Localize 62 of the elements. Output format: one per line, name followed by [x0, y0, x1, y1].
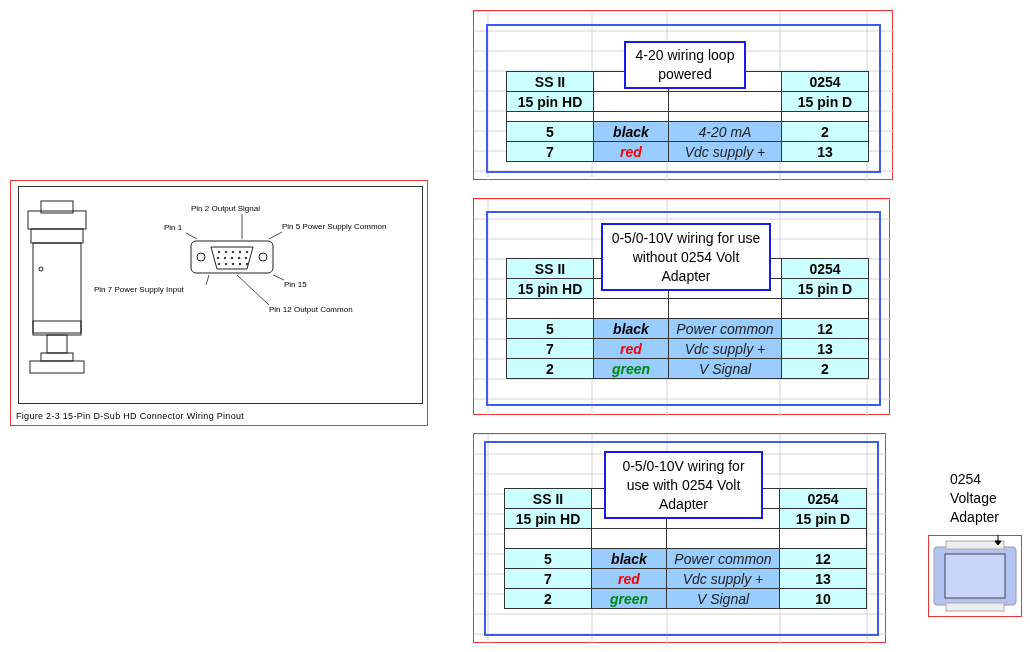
table-cell: black	[593, 121, 669, 142]
table-cell: 4-20 mA	[668, 121, 782, 142]
leader-line	[241, 213, 243, 240]
title-box: 0-5/0-10V wiring for use with 0254 Volt Adapter	[604, 451, 763, 519]
table-cell: 10	[779, 588, 867, 609]
table-cell: Power common	[668, 318, 782, 339]
pin-label: Pin 5 Power Supply Common	[282, 222, 412, 232]
table-cell: 15 pin HD	[506, 91, 594, 112]
table-cell: Vdc supply +	[668, 338, 782, 359]
table-cell: green	[593, 358, 669, 379]
table-cell: 7	[506, 338, 594, 359]
pin-label: Pin 12 Output Common	[269, 305, 369, 315]
table-cell: black	[591, 548, 667, 569]
pin-label: Pin 1	[164, 223, 186, 233]
adapter-label: 0254 Voltage Adapter	[950, 470, 1001, 527]
title-box: 0-5/0-10V wiring for use without 0254 Volt Adapter	[601, 223, 771, 291]
leader-line	[236, 274, 270, 306]
table-cell: 13	[779, 568, 867, 589]
table-cell: 5	[504, 548, 592, 569]
table-cell: SS II	[504, 488, 592, 509]
table-cell: 12	[781, 318, 869, 339]
table-cell: 5	[506, 121, 594, 142]
title-box: 4-20 wiring loop powered	[624, 41, 746, 89]
table-cell: Vdc supply +	[668, 141, 782, 162]
table-cell: V Signal	[668, 358, 782, 379]
table-cell: 13	[781, 338, 869, 359]
table-cell: 0254	[781, 71, 869, 92]
table-cell: 0254	[779, 488, 867, 509]
table-cell: 15 pin HD	[504, 508, 592, 529]
table-cell: SS II	[506, 258, 594, 279]
leader-line	[205, 274, 210, 286]
table-cell: Power common	[666, 548, 780, 569]
table-cell: 12	[779, 548, 867, 569]
table-cell: V Signal	[666, 588, 780, 609]
table-cell: green	[591, 588, 667, 609]
leader-line	[272, 274, 285, 281]
pin-label: Pin 15	[284, 280, 314, 290]
table-cell: Vdc supply +	[666, 568, 780, 589]
table-cell: SS II	[506, 71, 594, 92]
table-cell: 15 pin D	[781, 91, 869, 112]
table-cell: 7	[506, 141, 594, 162]
table-panel	[473, 10, 893, 180]
pin-label: Pin 2 Output Signal	[191, 204, 281, 214]
table-cell: 15 pin D	[779, 508, 867, 529]
pin-label: Pin 7 Power Supply Input	[94, 285, 206, 295]
leader-line	[268, 231, 283, 240]
table-cell: 2	[504, 588, 592, 609]
table-cell: 15 pin HD	[506, 278, 594, 299]
figure-caption: Figure 2-3 15-Pin D-Sub HD Connector Wiring Pinout	[16, 411, 245, 421]
table-cell: 5	[506, 318, 594, 339]
table-cell: 13	[781, 141, 869, 162]
leader-line	[185, 232, 198, 240]
table-cell: 2	[781, 121, 869, 142]
table-cell: 0254	[781, 258, 869, 279]
table-cell: red	[593, 141, 669, 162]
table-cell: red	[591, 568, 667, 589]
table-cell: 2	[781, 358, 869, 379]
table-cell: 2	[506, 358, 594, 379]
table-cell: 15 pin D	[781, 278, 869, 299]
table-cell: red	[593, 338, 669, 359]
table-cell: black	[593, 318, 669, 339]
table-cell: 7	[504, 568, 592, 589]
